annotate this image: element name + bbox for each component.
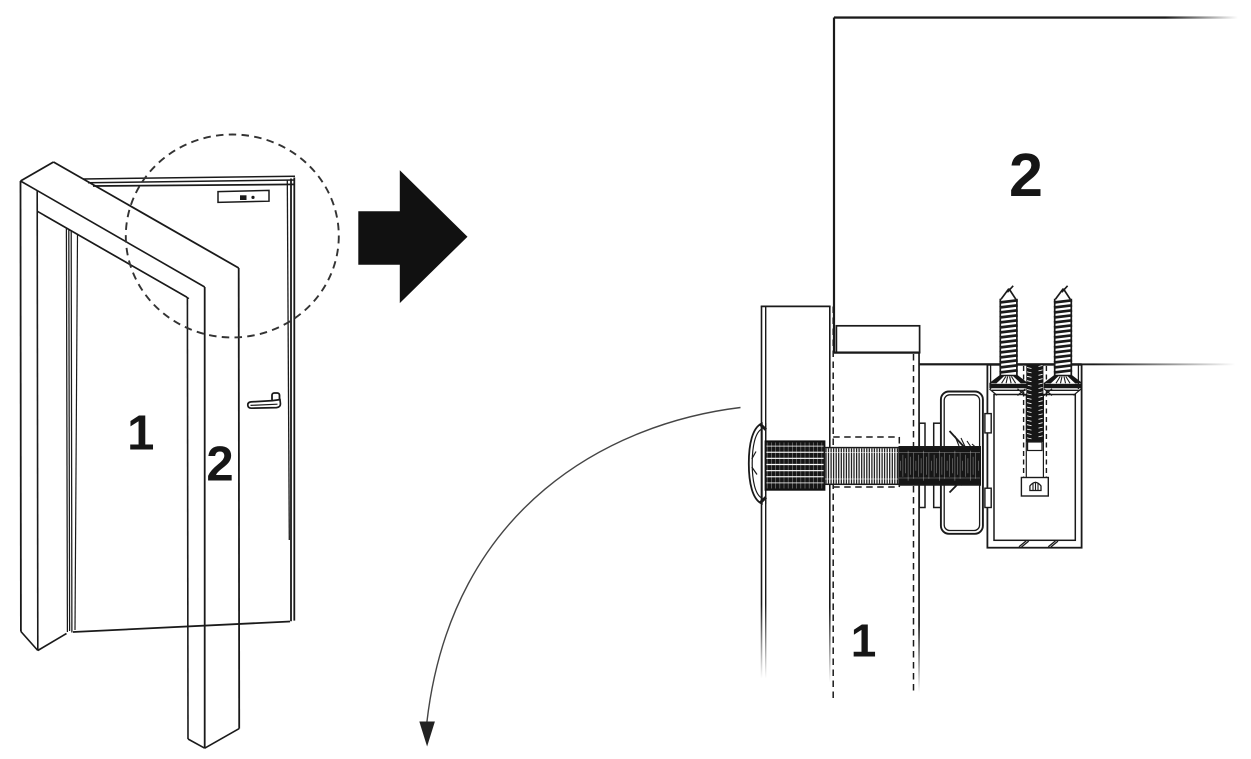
svg-text:2: 2	[206, 437, 233, 491]
svg-text:1: 1	[851, 615, 877, 667]
svg-text:1: 1	[127, 407, 154, 461]
svg-text:2: 2	[1009, 141, 1043, 209]
